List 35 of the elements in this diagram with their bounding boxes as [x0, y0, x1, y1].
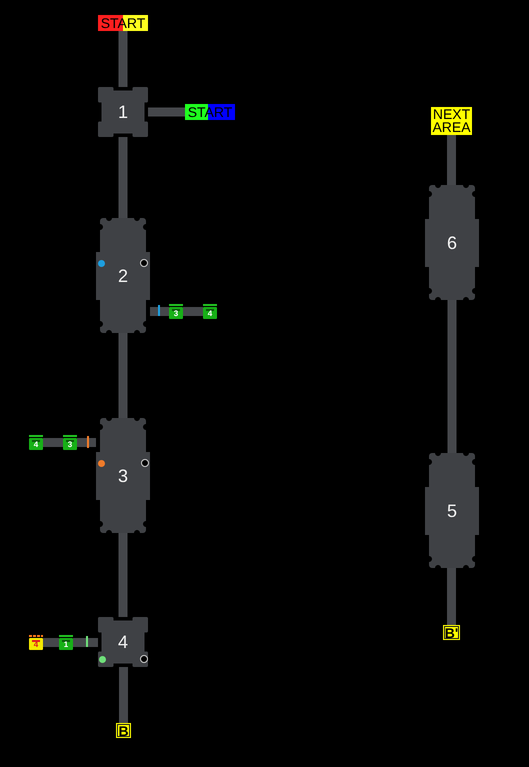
dungeon-room: [98, 87, 148, 137]
corridor: [150, 307, 169, 316]
corridor: [447, 568, 456, 625]
room-number: 3: [118, 466, 128, 484]
corridor: [43, 638, 59, 647]
room-number: 1: [118, 103, 128, 121]
waypoint-label: B': [443, 625, 460, 640]
exit-label: NEXT AREA: [431, 107, 472, 135]
treasure-chest: 1: [59, 635, 73, 650]
corridor: [118, 533, 128, 617]
corridor: [43, 438, 63, 447]
room-number: 6: [446, 234, 457, 252]
waypoint-label: B: [116, 723, 131, 738]
treasure-chest: 4: [203, 304, 217, 319]
treasure-chest: 4: [29, 435, 43, 450]
corridor: [73, 638, 98, 647]
dungeon-room: [98, 617, 148, 667]
corridor: [148, 108, 185, 116]
dungeon-room: [425, 185, 479, 300]
corridor: [118, 137, 128, 218]
corridor: [118, 333, 128, 418]
dungeon-room: [96, 418, 150, 533]
treasure-chest: 3: [169, 304, 183, 319]
corridor: [118, 31, 128, 87]
corridor: [119, 667, 128, 723]
treasure-chest: 3: [63, 435, 77, 450]
corridor: [183, 307, 203, 316]
room-number: 2: [118, 266, 128, 284]
dungeon-room: [425, 453, 479, 568]
corridor: [448, 300, 456, 453]
room-number: 4: [118, 633, 128, 651]
corridor: [77, 438, 96, 447]
corridor: [447, 135, 456, 185]
dungeon-room: [96, 218, 150, 333]
room-number: 5: [446, 502, 457, 520]
